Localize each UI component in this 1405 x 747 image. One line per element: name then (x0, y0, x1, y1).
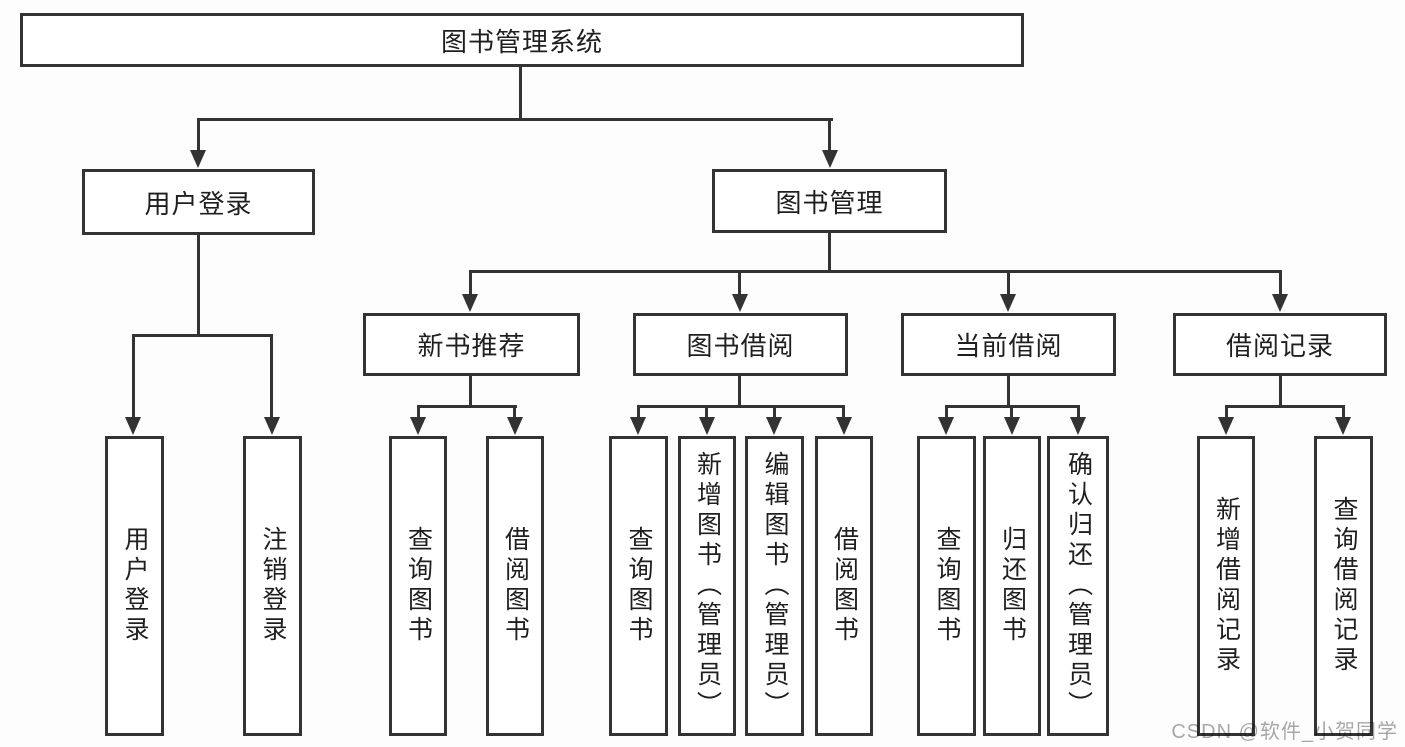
csdn-watermark: CSDN @软件_小贺同学 (1171, 721, 1398, 743)
leaf-borrow-books-recommend: 借阅图书 (486, 436, 544, 736)
leaf-query-books-recommend: 查询图书 (389, 436, 447, 736)
leaf-query-books-borrowing: 查询图书 (609, 436, 668, 736)
node-label: 借阅记录 (1225, 331, 1334, 361)
connector-line (828, 233, 831, 273)
node-label: 当前借阅 (954, 331, 1063, 361)
connector-line (197, 118, 833, 121)
node-label: 图书管理 (775, 187, 884, 218)
node-label: 图书借阅 (686, 331, 795, 361)
arrow-down-icon (1000, 294, 1016, 312)
connector-line (945, 405, 948, 419)
arrow-down-icon (462, 294, 478, 312)
leaf-add-borrow-record: 新增借阅记录 (1197, 436, 1255, 736)
connector-line (773, 405, 776, 419)
arrow-down-icon (699, 417, 715, 435)
arrow-down-icon (630, 417, 646, 435)
leaf-add-books-admin: 新增图书（管理员） (678, 436, 736, 736)
node-borrowing-records: 借阅记录 (1173, 313, 1387, 376)
connector-line (637, 405, 640, 419)
arrow-down-icon (507, 417, 523, 435)
connector-line (417, 405, 420, 419)
connector-line (132, 334, 273, 337)
leaf-label: 查询图书 (404, 526, 433, 646)
connector-line (1077, 405, 1080, 419)
connector-line (1342, 405, 1345, 419)
arrow-down-icon (410, 417, 426, 435)
arrow-down-icon (1335, 417, 1351, 435)
leaf-label: 确认归还（管理员） (1064, 451, 1093, 721)
leaf-label: 注销登录 (259, 526, 287, 646)
node-book-management: 图书管理 (712, 169, 947, 233)
leaf-label: 查询图书 (625, 526, 653, 646)
connector-line (1279, 270, 1282, 296)
leaf-user-login: 用户登录 (105, 436, 164, 736)
connector-line (1225, 405, 1228, 419)
connector-line (637, 405, 845, 408)
leaf-label: 用户登录 (121, 526, 149, 646)
leaf-label: 新增图书（管理员） (693, 451, 722, 721)
arrow-down-icon (264, 417, 280, 435)
connector-line (469, 376, 472, 407)
connector-line (705, 405, 708, 419)
leaf-confirm-return-admin: 确认归还（管理员） (1047, 436, 1109, 736)
arrow-down-icon (190, 150, 206, 168)
arrow-down-icon (822, 150, 838, 168)
connector-line (197, 235, 200, 335)
connector-line (1007, 270, 1010, 296)
node-user-login: 用户登录 (82, 169, 315, 235)
leaf-label: 新增借阅记录 (1212, 496, 1241, 676)
connector-line (1279, 376, 1282, 407)
connector-line (197, 118, 200, 154)
node-new-book-recommendation: 新书推荐 (363, 313, 580, 376)
node-label: 用户登录 (144, 188, 253, 219)
connector-line (1225, 405, 1345, 408)
node-library-management-system: 图书管理系统 (20, 13, 1024, 67)
connector-line (1007, 376, 1010, 407)
connector-line (469, 270, 1282, 273)
connector-line (417, 405, 517, 408)
leaf-label: 编辑图书（管理员） (761, 451, 789, 721)
connector-line (828, 118, 831, 154)
leaf-label: 借阅图书 (501, 526, 530, 646)
leaf-label: 借阅图书 (830, 526, 859, 646)
connector-line (842, 405, 845, 419)
leaf-label: 查询借阅记录 (1330, 496, 1358, 676)
node-label: 新书推荐 (417, 331, 526, 361)
arrow-down-icon (125, 417, 141, 435)
connector-line (270, 334, 273, 419)
leaf-query-borrow-record: 查询借阅记录 (1314, 436, 1373, 736)
leaf-logout: 注销登录 (243, 436, 302, 736)
node-current-borrowing: 当前借阅 (901, 313, 1116, 376)
leaf-edit-books-admin: 编辑图书（管理员） (745, 436, 804, 736)
node-label: 图书管理系统 (440, 26, 603, 57)
arrow-down-icon (1070, 417, 1086, 435)
arrow-down-icon (766, 417, 782, 435)
arrow-down-icon (732, 294, 748, 312)
leaf-query-books-current: 查询图书 (917, 436, 976, 736)
leaf-label: 查询图书 (933, 526, 961, 646)
node-book-borrowing: 图书借阅 (633, 313, 848, 376)
connector-line (519, 67, 522, 121)
connector-line (738, 376, 741, 407)
arrow-down-icon (1004, 417, 1020, 435)
arrow-down-icon (836, 417, 852, 435)
connector-line (738, 270, 741, 296)
leaf-return-books: 归还图书 (983, 436, 1041, 736)
arrow-down-icon (1272, 294, 1288, 312)
arrow-down-icon (1218, 417, 1234, 435)
connector-line (1010, 405, 1013, 419)
connector-line (513, 405, 516, 419)
leaf-label: 归还图书 (998, 526, 1027, 646)
arrow-down-icon (938, 417, 954, 435)
connector-line (469, 270, 472, 296)
connector-line (132, 334, 135, 419)
leaf-borrow-books: 借阅图书 (815, 436, 873, 736)
